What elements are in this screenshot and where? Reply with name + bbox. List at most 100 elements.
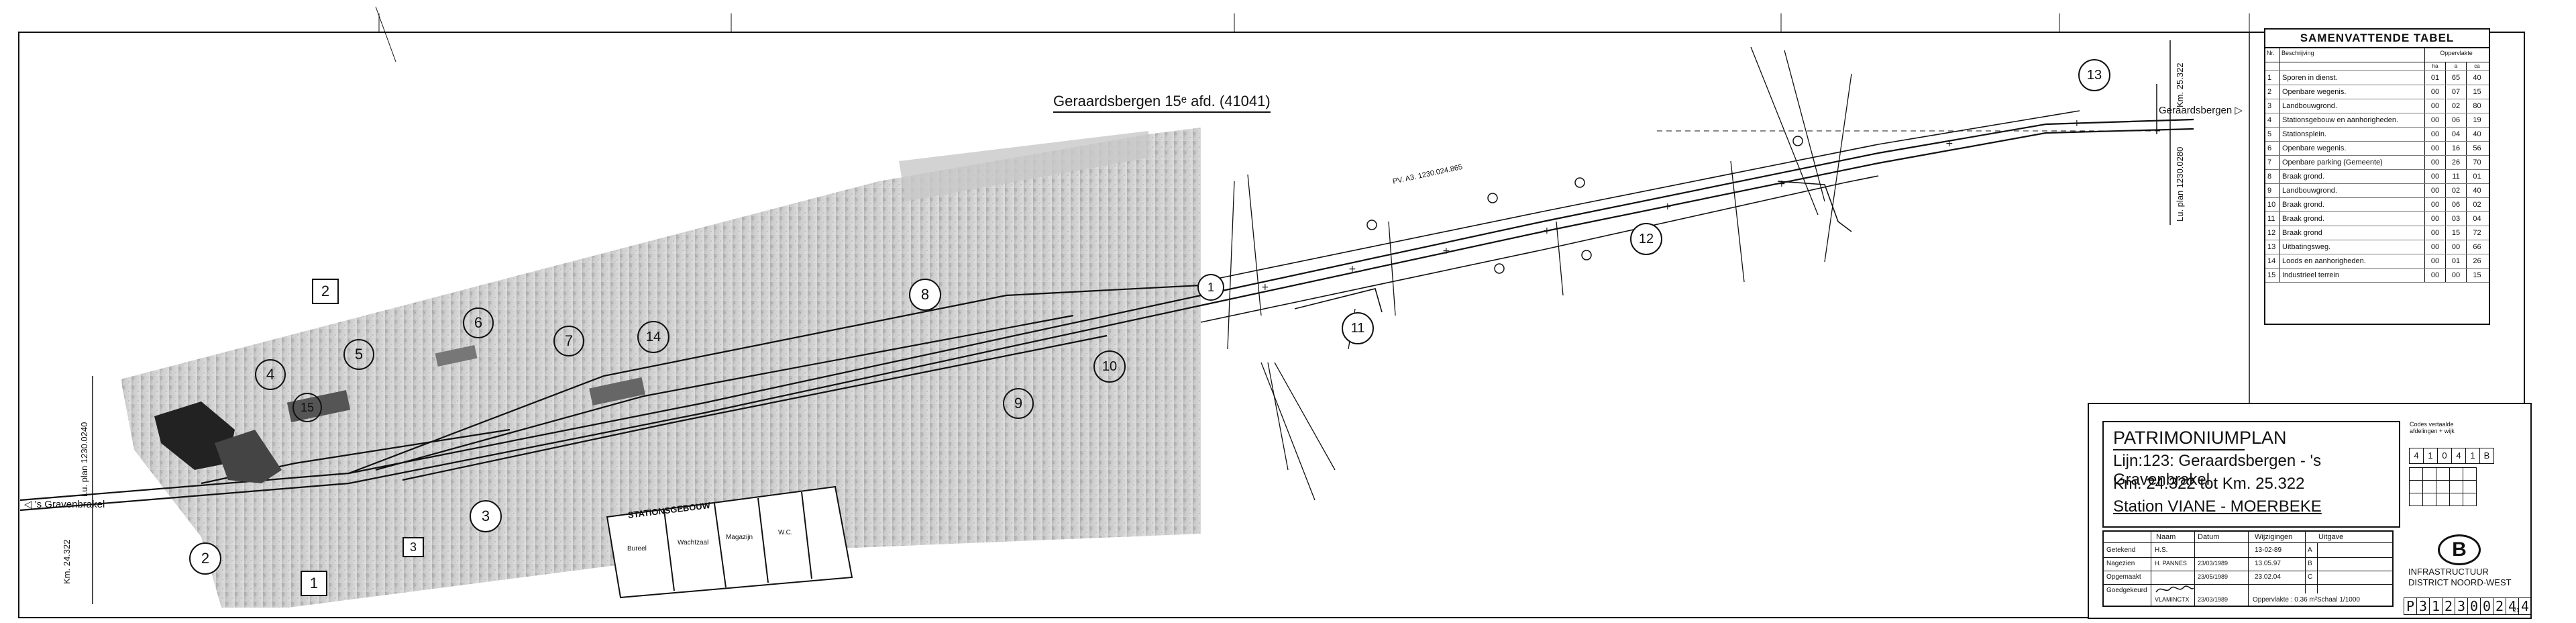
sig-header-edition: Uitgave [2318,533,2344,541]
summary-cell-ca: 72 [2473,229,2481,237]
svg-text:+: + [1543,226,1551,236]
summary-cell-nr: 7 [2265,156,2280,169]
code-grid: 4 1 0 4 1 B [2409,448,2494,464]
edition-letter: C [2308,573,2313,581]
summary-cell-desc: Landbouwgrond. [2280,99,2425,113]
drawing-number: P 3 1 2 3 0 0 2 4 4 [2404,597,2532,615]
sig-header-name: Naam [2156,533,2176,541]
summary-title: SAMENVATTENDE TABEL [2265,30,2489,48]
summary-cell-nr: 1 [2265,71,2280,85]
col-area: Oppervlakte [2440,50,2473,56]
summary-cell-ca: 04 [2473,215,2481,223]
summary-cell-ha: 00 [2425,170,2446,183]
org-line-2: DISTRICT NOORD-WEST [2408,577,2512,587]
summary-cell-desc: Braak grond. [2280,170,2425,183]
km-range: Km. 24.322 tot Km. 25.322 [2113,475,2305,493]
line-description: Lijn:123: Geraardsbergen - 's Gravenbrak… [2113,452,2322,489]
logo-b-icon: B [2438,534,2481,565]
summary-cell-ca: 40 [2473,74,2481,82]
codes-label-1: Codes vertaalde [2410,421,2454,428]
summary-cell-nr: 14 [2265,254,2280,268]
summary-cell-desc: Stationsgebouw en aanhorigheden. [2280,113,2425,127]
drawing-number-char: 2 [2493,597,2506,615]
svg-text:+: + [1664,201,1672,212]
summary-cell-desc: Uitbatingsweg. [2280,240,2425,254]
summary-cell-a: 00 [2446,240,2467,254]
drawing-number-char: P [2404,597,2417,615]
summary-cell-ca: 26 [2473,257,2481,265]
edition-letter: A [2308,546,2312,554]
summary-cell-ca: 80 [2473,102,2481,110]
summary-cell-nr: 15 [2265,269,2280,282]
parcel-circle-6: 6 [463,307,494,338]
summary-cell-a: 02 [2446,184,2467,197]
code-cell: B [2479,448,2494,464]
codes-block: Codes vertaalde afdelingen + wijk 4 1 0 … [2409,421,2522,525]
parcel-box-2: 2 [312,279,339,304]
km-right-vertical: Km. 25.322 [2175,62,2185,108]
station-room-2: Wachtzaal [678,539,709,546]
summary-cell-ha: 00 [2425,113,2446,127]
summary-cell-a: 06 [2446,198,2467,211]
summary-cell-a: 01 [2446,254,2467,268]
code-cell: 4 [2409,448,2424,464]
drawing-number-char: 0 [2467,597,2481,615]
drawing-number-char: 3 [2455,597,2468,615]
summary-cell-nr: 10 [2265,198,2280,211]
svg-text:+: + [2073,118,2081,129]
parcel-circle-10: 10 [1093,350,1126,383]
summary-cell-nr: 4 [2265,113,2280,127]
parcel-circle-2: 2 [189,542,221,575]
summary-cell-a: 03 [2446,212,2467,226]
parcel-circle-3: 3 [470,500,502,532]
summary-cell-nr: 6 [2265,142,2280,155]
parcel-circle-11: 11 [1342,312,1374,344]
drawing-number-char: 0 [2480,597,2493,615]
summary-cell-ca: 66 [2473,243,2481,251]
summary-cell-a: 16 [2446,142,2467,155]
station-name: Station VIANE - MOERBEKE [2113,497,2322,516]
drawing-number-char: 2 [2442,597,2455,615]
station-room-1: Bureel [627,545,647,553]
signature-scribble [2155,585,2194,593]
station-room-3: Magazijn [726,534,753,541]
parcel-circle-8: 8 [909,279,941,311]
unit-ca: ca [2474,63,2480,69]
summary-header: Nr. Beschrijving Oppervlakte [2265,48,2489,62]
summary-cell-nr: 9 [2265,184,2280,197]
right-arrow-label: Geraardsbergen ▷ [2159,105,2243,116]
summary-cell-nr: 2 [2265,85,2280,99]
surface-label: Oppervlakte : 0.36 m² [2253,596,2318,604]
approver-name: VLAMINCTX [2155,596,2190,603]
summary-cell-desc: Loods en aanhorigheden. [2280,254,2425,268]
sig-header-date: Datum [2198,533,2220,541]
svg-text:+: + [1778,179,1786,189]
summary-cell-ca: 40 [2473,187,2481,195]
code-cell: 0 [2437,448,2452,464]
parcel-circle-15: 15 [292,393,322,422]
summary-table: SAMENVATTENDE TABEL Nr. Beschrijving Opp… [2264,28,2490,325]
summary-cell-ha: 00 [2425,85,2446,99]
km-left-vertical: Km. 24.322 [62,539,72,585]
code-cell: 4 [2451,448,2466,464]
parcel-circle-4: 4 [255,359,286,390]
summary-cell-desc: Braak grond. [2280,212,2425,226]
summary-cell-ha: 00 [2425,128,2446,141]
sig-row-label: Getekend [2106,546,2136,554]
left-arrow-label: ◁ 's Gravenbrakel [24,499,105,510]
summary-cell-ca: 15 [2473,88,2481,96]
sig-change: 13-02-89 [2255,546,2282,554]
summary-cell-desc: Sporen in dienst. [2280,71,2425,85]
summary-cell-a: 04 [2446,128,2467,141]
summary-cell-desc: Braak grond. [2280,198,2425,211]
summary-cell-ca: 40 [2473,130,2481,138]
summary-cell-desc: Openbare parking (Gemeente) [2280,156,2425,169]
scale-label: Schaal 1/1000 [2317,596,2360,604]
